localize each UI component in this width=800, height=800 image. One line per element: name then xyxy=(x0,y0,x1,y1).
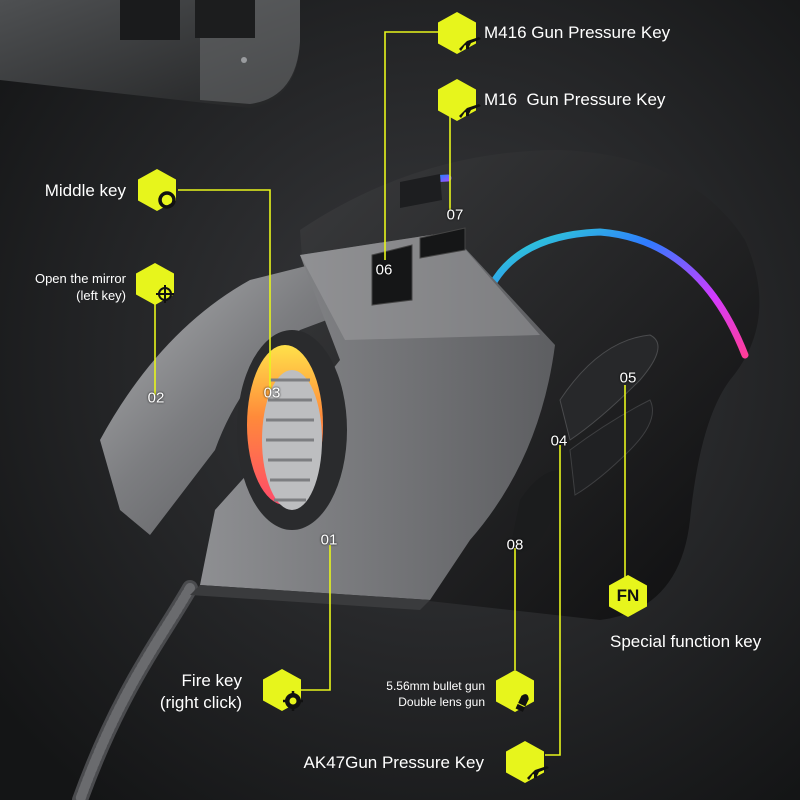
marker-02: 02 xyxy=(147,389,165,407)
fn-hex-badge: FN xyxy=(608,574,648,618)
bullet-label-line2: Double lens gun xyxy=(398,695,485,709)
mirror-label-line2: (left key) xyxy=(76,288,126,303)
marker-01: 01 xyxy=(320,531,338,549)
marker-07: 07 xyxy=(446,206,464,224)
marker-08: 08 xyxy=(506,536,524,554)
fire-key-label-line1: Fire key xyxy=(181,671,242,690)
middle-key-hex-badge xyxy=(137,168,177,212)
fire-key-hex-badge xyxy=(262,668,303,712)
m416-label: M416 Gun Pressure Key xyxy=(484,23,671,42)
keyboard xyxy=(0,0,300,108)
middle-key-label: Middle key xyxy=(44,181,126,200)
special-function-label: Special function key xyxy=(610,632,762,651)
m16-label: M16 Gun Pressure Key xyxy=(484,90,666,109)
fn-badge-text: FN xyxy=(616,586,640,605)
marker-06: 06 xyxy=(375,261,393,279)
mirror-label-line1: Open the mirror xyxy=(34,271,126,286)
scroll-wheel xyxy=(237,330,347,530)
ak47-label: AK47Gun Pressure Key xyxy=(303,753,484,772)
marker-03: 03 xyxy=(263,384,281,402)
bullet-label-line1: 5.56mm bullet gun xyxy=(386,679,485,693)
marker-05: 05 xyxy=(619,369,637,387)
ak47-hex-badge xyxy=(505,740,549,784)
fire-key-label-line2: (right click) xyxy=(159,693,242,712)
m416-hex-badge xyxy=(437,11,481,55)
marker-04: 04 xyxy=(550,432,568,450)
mirror-hex-badge xyxy=(135,262,175,306)
m16-hex-badge xyxy=(437,78,481,122)
bullet-hex-badge xyxy=(495,669,535,713)
